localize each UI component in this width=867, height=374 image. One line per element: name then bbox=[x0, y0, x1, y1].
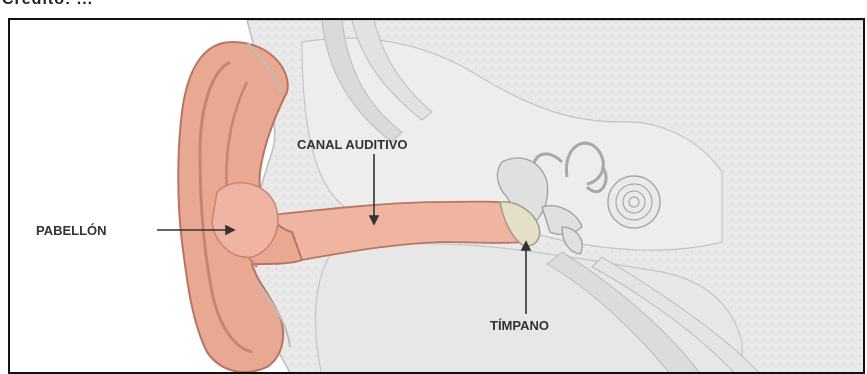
cropped-text: Crédito: ... bbox=[2, 0, 93, 9]
ear-illustration bbox=[10, 20, 865, 374]
diagram-frame: CANAL AUDITIVO PABELLÓN TÍMPANO bbox=[8, 18, 865, 374]
cropped-top-text: Crédito: ... bbox=[0, 0, 190, 16]
label-canal-auditivo: CANAL AUDITIVO bbox=[297, 137, 408, 152]
cochlea-icon bbox=[608, 176, 660, 228]
label-timpano: TÍMPANO bbox=[490, 318, 549, 333]
label-pabellon: PABELLÓN bbox=[36, 223, 107, 238]
